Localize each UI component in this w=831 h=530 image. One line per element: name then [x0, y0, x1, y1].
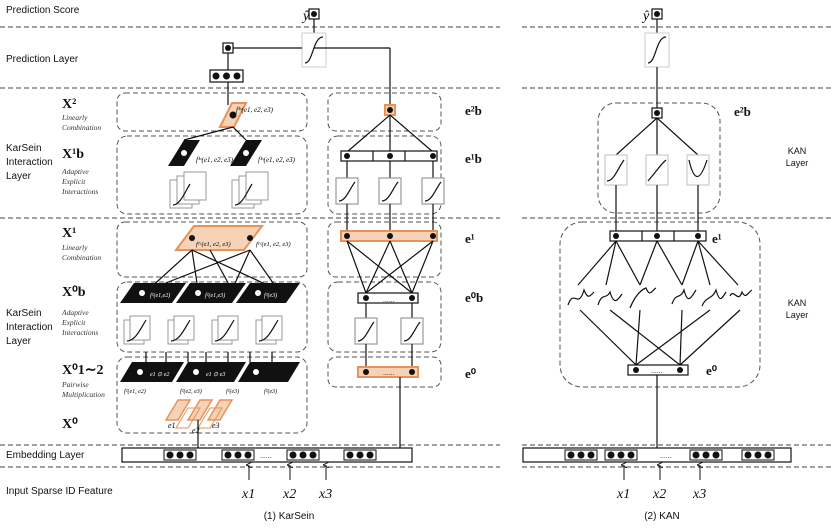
func-f1s-a: f¹ˢ(e1, e2, e3) — [196, 156, 234, 164]
func-f2-e1e2: f²(e1, e2) — [124, 388, 146, 395]
kan-label-eb2: e²b — [734, 104, 751, 119]
input-labels: x1 x2 x3 x1 x2 x3 — [241, 487, 706, 502]
label-input-feature: Input Sparse ID Feature — [6, 486, 113, 497]
embedding-layer-right: ...... — [522, 447, 792, 463]
label-X2: X² — [62, 97, 76, 112]
xb1-nodes: f¹ˢ(e1, e2, e3) f¹ˢ(e1, e2, e3) — [168, 126, 296, 209]
row-labels: Prediction Score Prediction Layer KarSei… — [6, 5, 113, 497]
x0-pairwise-nodes: e1 ⊙ e2 e1 ⊙ e3 f²(e3) f²(e1, e2) f²(e2,… — [120, 352, 300, 395]
label-embedding-layer: Embedding Layer — [6, 450, 85, 461]
label-X0-1to2: X⁰1∼2 — [62, 363, 103, 378]
note-adapt-6: Interactions — [61, 328, 98, 337]
input-x3-right: x3 — [692, 487, 706, 502]
note-lin-2: Combination — [62, 123, 101, 132]
prediction-output-left: ŷ — [301, 8, 327, 68]
ellipsis-mid-1: ...... — [383, 297, 395, 304]
func-f2-c: f³(e3) — [264, 292, 277, 299]
italic-notes: Linearly Combination Adaptive Explicit I… — [61, 113, 105, 399]
kan-label-e0: e⁰ — [706, 363, 718, 378]
label-karsein-1c: Layer — [6, 171, 32, 182]
e-labels: e²b e¹b e¹ e⁰b e⁰ e²b e¹ e⁰ — [465, 103, 751, 381]
input-arrows — [249, 465, 700, 480]
label-karsein-2c: Layer — [6, 336, 32, 347]
func-f1s-b: f¹ˢ(e1, e2, e3) — [258, 156, 296, 164]
note-adapt-4: Adaptive — [61, 308, 89, 317]
func-f1c-a: f¹ᶜ(e1, e2, e3) — [196, 241, 231, 248]
note-adapt-3: Interactions — [61, 187, 98, 196]
kan-layer-1a: KAN — [788, 146, 807, 156]
embedding-layer-left: ...... — [121, 447, 413, 463]
func-f2-e3b: f²(e3) — [264, 388, 277, 395]
func-e1-odot-e2: e1 ⊙ e2 — [150, 372, 169, 378]
kan-layer-labels: KAN Layer KAN Layer — [786, 146, 809, 320]
label-karsein-1b: Interaction — [6, 157, 53, 168]
input-x3-left: x3 — [318, 487, 332, 502]
ellipsis-emb-left: ...... — [260, 453, 272, 460]
prediction-layer-left — [209, 42, 658, 108]
captions: (1) KarSein (2) KAN — [264, 511, 680, 522]
label-prediction-score: Prediction Score — [6, 5, 80, 16]
y-hat-right: ŷ — [641, 9, 650, 24]
label-e-1: e1 — [168, 421, 176, 430]
note-lin-1: Linearly — [61, 113, 88, 122]
x0-embedding-nodes: e1 e2 e3 — [164, 399, 234, 448]
kan-layer-2b: Layer — [786, 310, 809, 320]
ellipsis-mid-2: ...... — [383, 370, 395, 377]
y-hat-left: ŷ — [301, 9, 310, 24]
kan-boxes — [559, 102, 761, 388]
caption-karsein: (1) KarSein — [264, 511, 315, 522]
label-eb2: e²b — [465, 103, 482, 118]
label-X1: X¹ — [62, 226, 76, 241]
label-karsein-1a: KarSein — [6, 143, 42, 154]
label-eb0: e⁰b — [465, 290, 483, 305]
note-pair-2: Multiplication — [61, 390, 105, 399]
label-Xb1: X¹b — [62, 147, 84, 162]
input-x2-right: x2 — [652, 487, 666, 502]
kan-label-e1: e¹ — [712, 231, 722, 246]
karsein-boxes — [116, 92, 442, 434]
func-f3s: f³ˢ(e1, e2, e3) — [236, 106, 274, 114]
caption-kan: (2) KAN — [644, 511, 680, 522]
middle-column — [335, 104, 445, 448]
x-labels: X² X¹b X¹ X⁰b X⁰1∼2 X⁰ — [62, 97, 103, 432]
input-x1-right: x1 — [616, 487, 630, 502]
func-f2-e3: f²(e3) — [226, 388, 239, 395]
ellipsis-kan: ...... — [651, 368, 663, 375]
note-adapt-5: Explicit — [61, 318, 86, 327]
func-f2-a: f²(e1,e2) — [150, 292, 170, 299]
label-e-3: e3 — [212, 421, 220, 430]
input-x2-left: x2 — [282, 487, 296, 502]
func-f2-b: f²(e1,e3) — [205, 292, 225, 299]
note-adapt-1: Adaptive — [61, 167, 89, 176]
x2-node: f³ˢ(e1, e2, e3) — [218, 102, 274, 128]
label-e-2: e2 — [192, 426, 200, 435]
label-X0: X⁰ — [62, 417, 78, 432]
input-x1-left: x1 — [241, 487, 255, 502]
label-karsein-2b: Interaction — [6, 322, 53, 333]
label-e1: e¹ — [465, 231, 475, 246]
func-e1-odot-e3: e1 ⊙ e3 — [206, 372, 225, 378]
note-adapt-2: Explicit — [61, 177, 86, 186]
label-e0: e⁰ — [465, 366, 477, 381]
kan-layer-2a: KAN — [788, 298, 807, 308]
label-prediction-layer: Prediction Layer — [6, 54, 79, 65]
func-f1c-b: f¹ᶜ(e1, e2, e3) — [256, 241, 291, 248]
x1-nodes: f¹ᶜ(e1, e2, e3) f¹ᶜ(e1, e2, e3) — [174, 225, 291, 251]
label-karsein-2a: KarSein — [6, 308, 42, 319]
label-eb1: e¹b — [465, 151, 482, 166]
func-f2-e2e3: f²(e2, e3) — [180, 388, 202, 395]
note-lin-3: Linearly — [61, 243, 88, 252]
xb0-nodes: f²(e1,e2) f²(e1,e3) f³(e3) — [120, 283, 300, 345]
ellipsis-emb-right: ...... — [660, 453, 672, 460]
prediction-output-right: ŷ — [641, 8, 670, 68]
note-pair-1: Pairwise — [61, 380, 89, 389]
kan-column — [567, 107, 753, 448]
note-lin-4: Combination — [62, 253, 101, 262]
kan-layer-1b: Layer — [786, 158, 809, 168]
label-Xb0: X⁰b — [62, 285, 86, 300]
